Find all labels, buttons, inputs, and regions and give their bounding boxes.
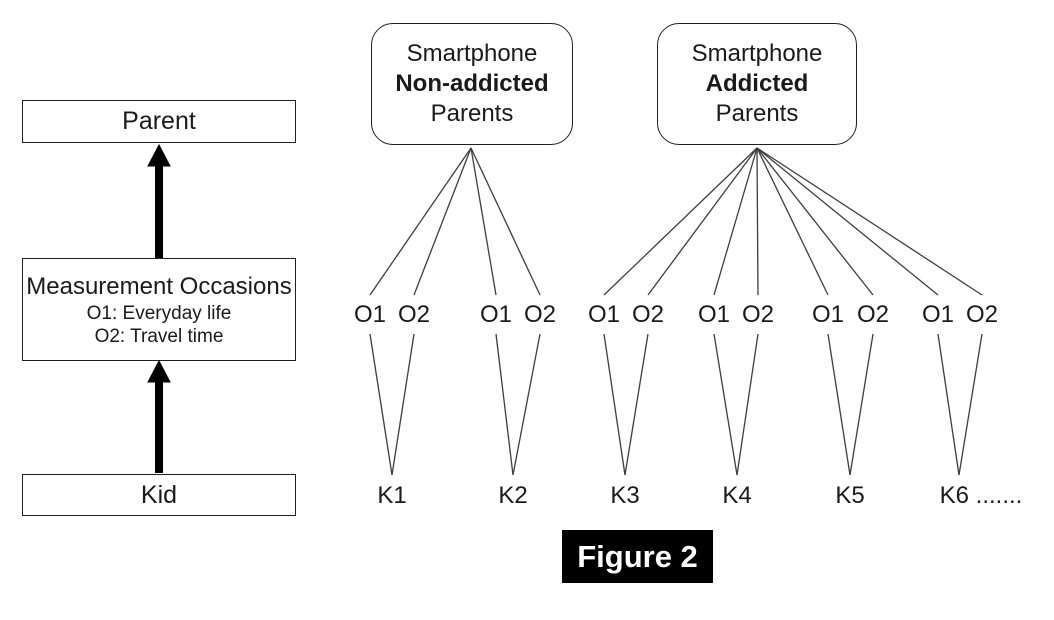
kid-label-k4: K4 bbox=[722, 482, 752, 509]
up-arrow-measurement-to-parent bbox=[147, 143, 171, 259]
occasion-to-kid-lines bbox=[369, 333, 983, 476]
occasion-label-pair3-o2: O2 bbox=[631, 301, 665, 328]
occasion-label-pair3-o1: O1 bbox=[587, 301, 621, 328]
occasion-label-pair2-o2: O2 bbox=[523, 301, 557, 328]
occasion-label-pair4-o1: O1 bbox=[697, 301, 731, 328]
occasion-label-pair4-o2: O2 bbox=[741, 301, 775, 328]
group-a-line3: Parents bbox=[430, 100, 514, 127]
figure-caption: Figure 2 bbox=[562, 530, 713, 583]
measurement-occasions-box: Measurement Occasions O1: Everyday life … bbox=[22, 258, 296, 361]
measurement-occasions-title: Measurement Occasions bbox=[26, 273, 292, 300]
group-b-line1: Smartphone bbox=[691, 40, 823, 67]
occasion-label-pair5-o1: O1 bbox=[811, 301, 845, 328]
occasion-label-pair1-o1: O1 bbox=[353, 301, 387, 328]
group-box-non-addicted-parents: Smartphone Non-addicted Parents bbox=[371, 23, 573, 145]
occasion-label-pair1-o2: O2 bbox=[397, 301, 431, 328]
group-a-line1: Smartphone bbox=[406, 40, 538, 67]
group-b-line3: Parents bbox=[715, 100, 799, 127]
occasion-definition-o1: O1: Everyday life bbox=[86, 303, 232, 324]
kid-box-label: Kid bbox=[140, 480, 178, 509]
left-fan-lines bbox=[369, 147, 541, 296]
occasion-label-pair6-o2: O2 bbox=[965, 301, 999, 328]
parent-box: Parent bbox=[22, 100, 296, 143]
kid-label-k6: K6 ....... bbox=[939, 482, 1023, 509]
up-arrow-kid-to-measurement bbox=[147, 359, 171, 473]
right-fan-lines bbox=[603, 147, 983, 296]
kid-box: Kid bbox=[22, 474, 296, 516]
group-b-line2: Addicted bbox=[705, 70, 809, 97]
kid-label-k1: K1 bbox=[377, 482, 407, 509]
occasion-label-pair2-o1: O1 bbox=[479, 301, 513, 328]
occasion-definition-o2: O2: Travel time bbox=[94, 326, 224, 347]
kid-label-k3: K3 bbox=[610, 482, 640, 509]
parent-box-label: Parent bbox=[122, 107, 196, 135]
kid-label-k2: K2 bbox=[498, 482, 528, 509]
group-box-addicted-parents: Smartphone Addicted Parents bbox=[657, 23, 857, 145]
kid-label-k5: K5 bbox=[835, 482, 865, 509]
group-a-line2: Non-addicted bbox=[395, 70, 549, 97]
occasion-label-pair5-o2: O2 bbox=[856, 301, 890, 328]
occasion-label-pair6-o1: O1 bbox=[921, 301, 955, 328]
figure-caption-label: Figure 2 bbox=[577, 538, 698, 574]
